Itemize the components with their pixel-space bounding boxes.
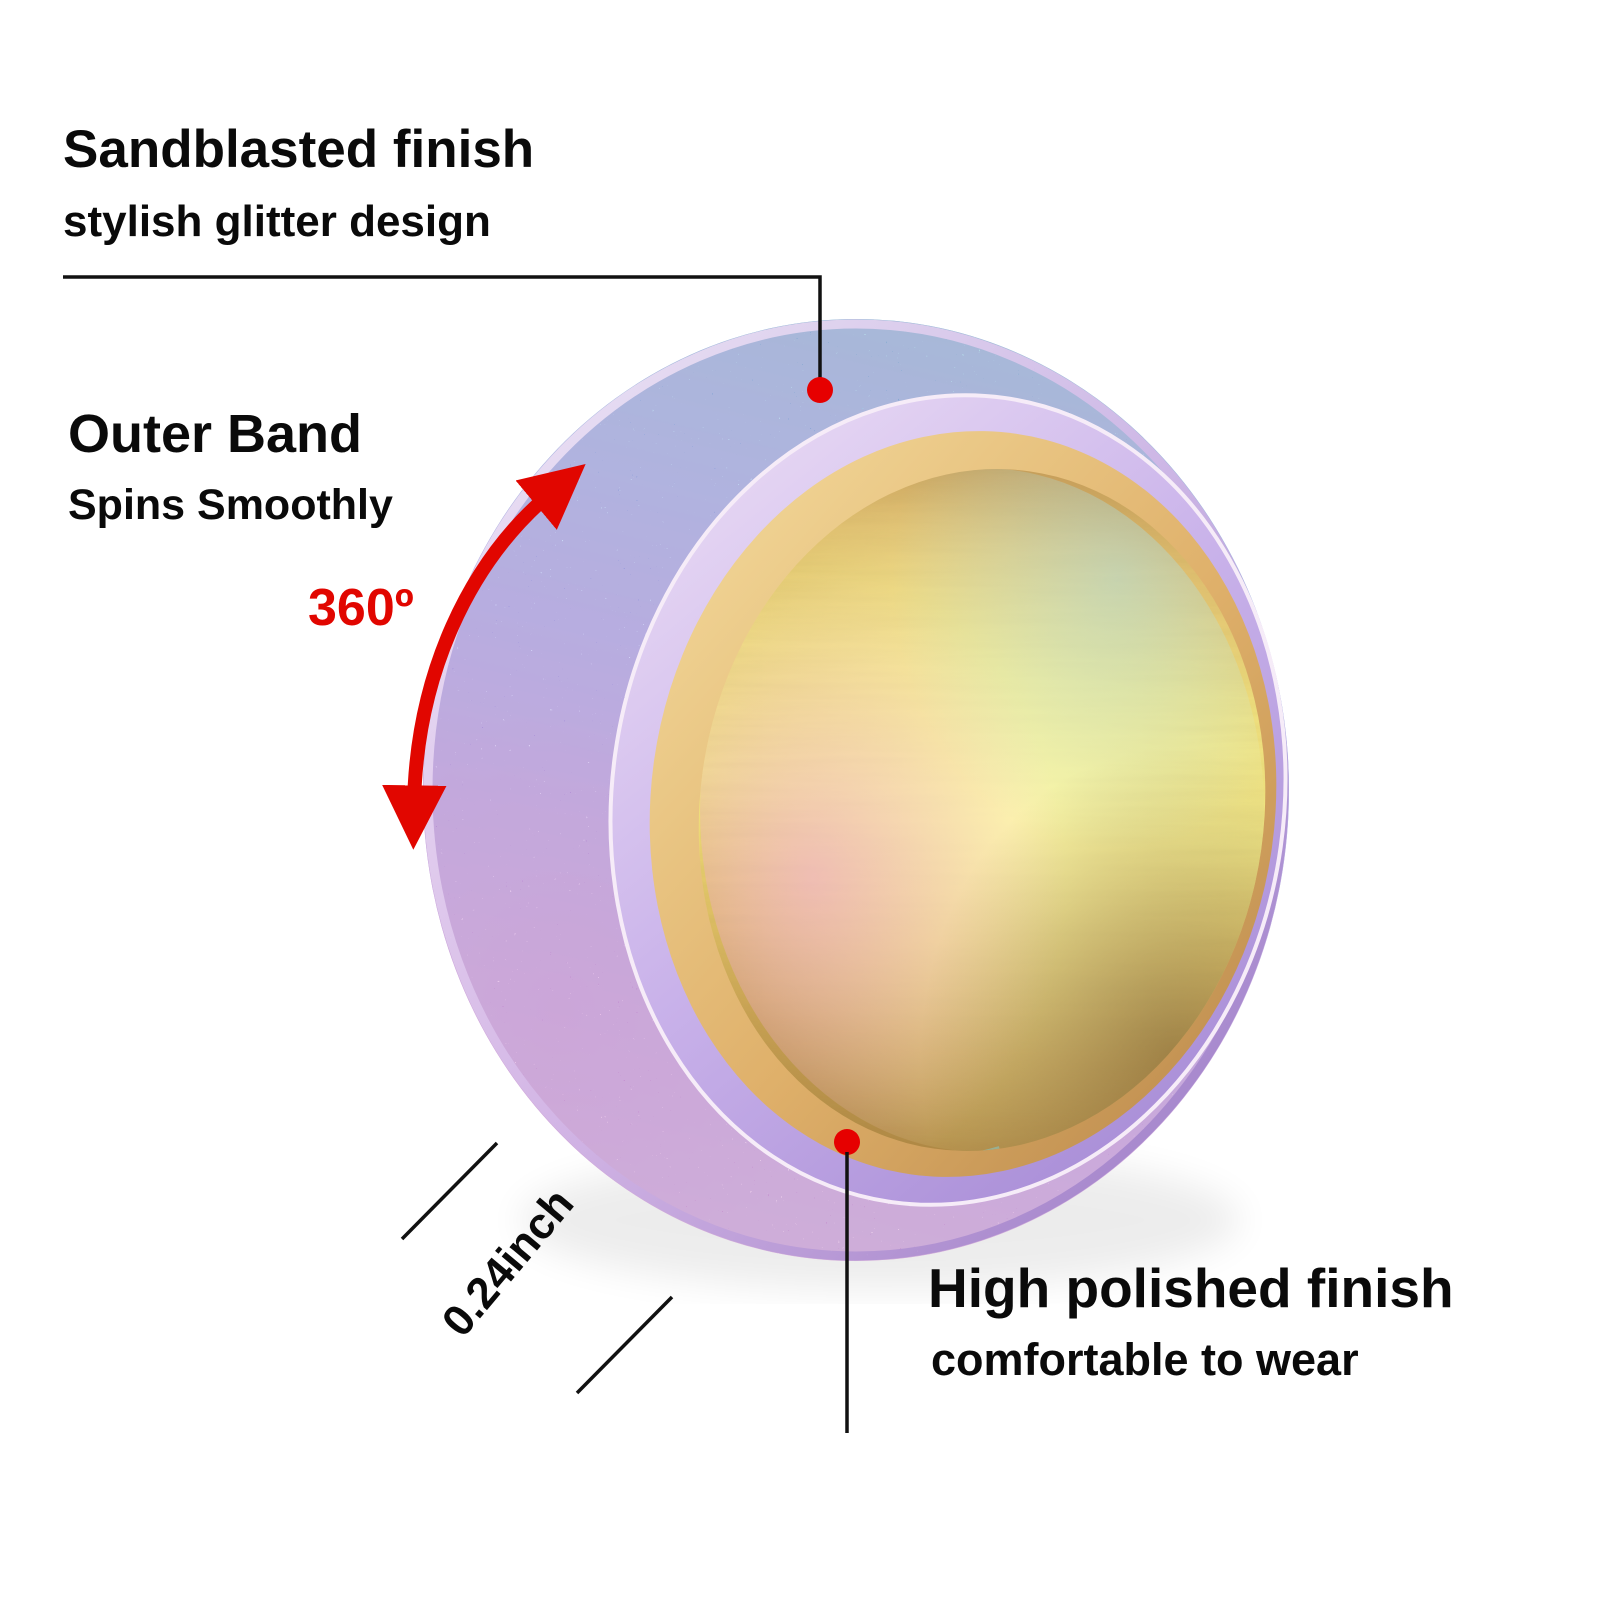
red-dot-polished: [834, 1129, 860, 1155]
polished-subtitle: comfortable to wear: [931, 1334, 1359, 1385]
outer-band-subtitle: Spins Smoothly: [68, 481, 393, 529]
dimension-tick-inner: [575, 1295, 674, 1395]
dimension-tick-outer: [400, 1141, 499, 1241]
polished-title: High polished finish: [928, 1257, 1454, 1319]
outer-band-title: Outer Band: [68, 404, 363, 464]
red-dot-sandblasted: [807, 377, 833, 403]
callout-line-sandblasted: [63, 275, 822, 382]
sandblasted-subtitle: stylish glitter design: [63, 197, 491, 246]
ring-inner-surface: [698, 432, 1270, 1166]
rotation-degrees-label: 360º: [308, 579, 414, 637]
sandblasted-title: Sandblasted finish: [63, 120, 535, 179]
rotation-arrow-icon: [382, 463, 586, 850]
